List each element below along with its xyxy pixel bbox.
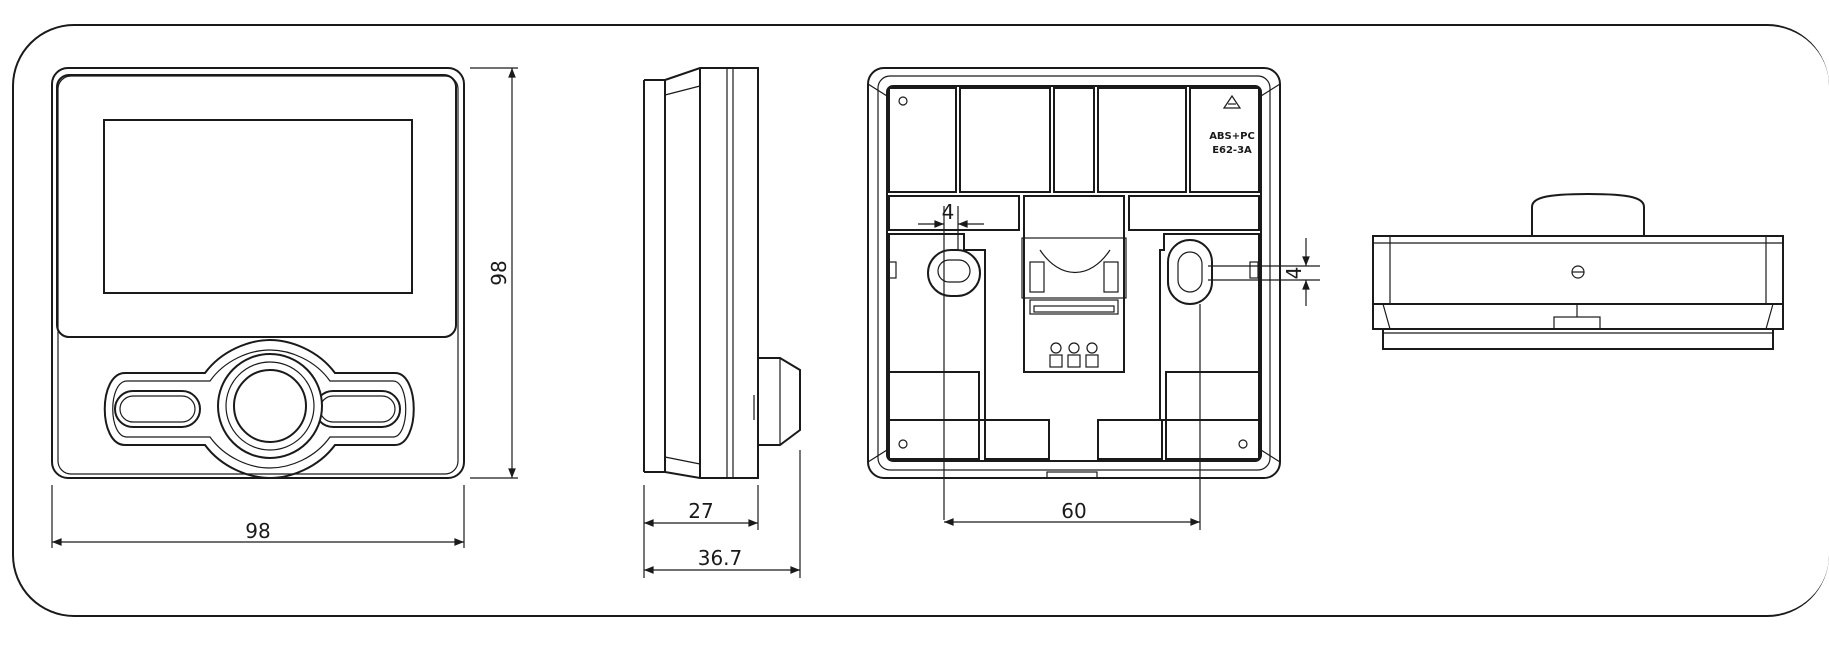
drawing-frame: [12, 24, 1829, 617]
side-knob: [758, 357, 801, 446]
left-mounting-slot: [887, 249, 981, 297]
front-height-label: 98: [487, 260, 511, 285]
top-base-plate: [1382, 328, 1774, 350]
slot-height-label: 4: [1282, 267, 1306, 280]
recycle-icon: [1222, 94, 1242, 109]
display-screen: [103, 119, 413, 294]
top-knob: [1531, 192, 1645, 236]
slot-width-label: 4: [942, 200, 955, 224]
terminal-screws: [1049, 342, 1099, 368]
front-view: 98 98: [51, 67, 518, 548]
material-code: E62-3A: [1212, 145, 1252, 156]
terminal-block: [1023, 195, 1125, 373]
rear-inner-frame: [886, 85, 1262, 462]
side-total-depth-label: 36.7: [698, 546, 743, 570]
hole-spacing-label: 60: [1061, 499, 1086, 523]
button-pad: [103, 338, 415, 480]
side-depth-label: 27: [688, 499, 713, 523]
right-mounting-slot: [1167, 239, 1259, 305]
display-window: [56, 74, 457, 338]
center-knob: [233, 369, 307, 443]
front-width-label: 98: [245, 519, 270, 543]
side-housing: [664, 67, 759, 479]
rear-view: ABS+PC E62-3A 4 4 60: [867, 67, 1320, 530]
left-button: [114, 390, 201, 428]
side-view: 27 36.7: [643, 67, 801, 578]
front-outer-bezel: [51, 67, 465, 479]
material-mark: ABS+PC: [1209, 131, 1255, 142]
top-view: [1372, 192, 1784, 350]
top-housing: [1372, 235, 1784, 330]
